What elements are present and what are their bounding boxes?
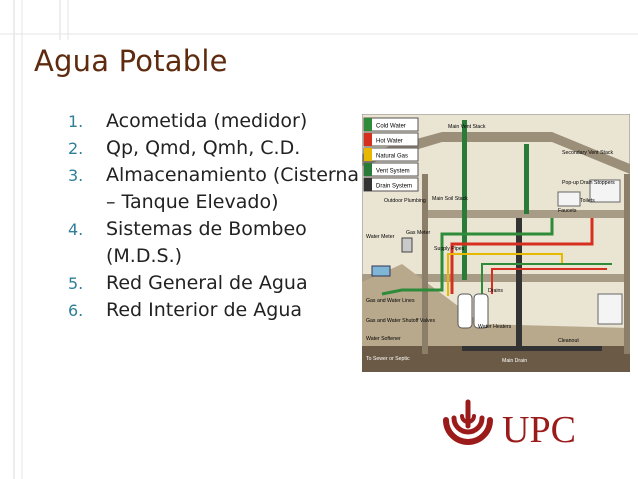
label-toilets: Toilets bbox=[580, 198, 595, 204]
list-number: 3. bbox=[68, 166, 84, 185]
list-number: 1. bbox=[68, 112, 84, 131]
label-main-drain: Main Drain bbox=[502, 358, 527, 364]
list-text: Red General de Agua bbox=[106, 272, 308, 294]
label-to-sewer: To Sewer or Septic bbox=[366, 356, 410, 362]
diagram-legend: Cold Water Hot Water Natural Gas Vent Sy… bbox=[363, 117, 419, 192]
list-item: 2. Qp, Qmd, Qmh, C.D. bbox=[68, 135, 368, 162]
list-item: 5. Red General de Agua bbox=[68, 270, 368, 297]
legend-label: Hot Water bbox=[376, 139, 403, 145]
list-number: 6. bbox=[68, 301, 84, 320]
legend-label: Natural Gas bbox=[376, 154, 408, 160]
list-number: 2. bbox=[68, 139, 84, 158]
label-faucets: Faucets bbox=[558, 208, 577, 214]
label-secondary-vent-stack: Secondary Vent Stack bbox=[562, 150, 613, 156]
list-text: Almacenamiento (Cisterna – Tanque Elevad… bbox=[106, 164, 360, 213]
upc-logo-mark bbox=[443, 399, 493, 445]
list-item: 4. Sistemas de Bombeo (M.D.S.) bbox=[68, 216, 368, 270]
bullet-list: 1. Acometida (medidor) 2. Qp, Qmd, Qmh, … bbox=[68, 108, 368, 324]
legend-label: Cold Water bbox=[376, 124, 406, 130]
list-number: 4. bbox=[68, 220, 84, 239]
list-text: Red Interior de Agua bbox=[106, 299, 303, 321]
label-gas-water-lines: Gas and Water Lines bbox=[366, 298, 415, 304]
label-gas-water-shutoff: Gas and Water Shutoff Valves bbox=[366, 318, 436, 324]
legend-label: Vent System bbox=[376, 169, 410, 175]
label-outdoor-plumbing: Outdoor Plumbing bbox=[384, 198, 426, 204]
label-cleanout: Cleanout bbox=[558, 338, 579, 344]
label-water-meter: Water Meter bbox=[366, 234, 395, 240]
upc-logo: UPC bbox=[443, 399, 576, 451]
label-popup-drain-stoppers: Pop-up Drain Stoppers bbox=[562, 180, 615, 186]
label-gas-meter: Gas Meter bbox=[406, 230, 430, 236]
list-item: 1. Acometida (medidor) bbox=[68, 108, 368, 135]
list-item: 6. Red Interior de Agua bbox=[68, 297, 368, 324]
label-water-softener: Water Softener bbox=[366, 336, 401, 342]
label-supply-pipes: Supply Pipes bbox=[434, 246, 465, 252]
plumbing-diagram: Cold Water Hot Water Natural Gas Vent Sy… bbox=[362, 114, 630, 372]
list-text: Acometida (medidor) bbox=[106, 110, 308, 132]
list-number: 5. bbox=[68, 274, 84, 293]
label-drains: Drains bbox=[488, 288, 503, 294]
upc-logo-text: UPC bbox=[502, 409, 576, 451]
label-water-heaters: Water Heaters bbox=[478, 324, 512, 330]
legend-label: Drain System bbox=[376, 184, 412, 190]
list-text: Qp, Qmd, Qmh, C.D. bbox=[106, 137, 301, 159]
label-main-vent-stack: Main Vent Stack bbox=[448, 124, 486, 130]
list-item: 3. Almacenamiento (Cisterna – Tanque Ele… bbox=[68, 162, 368, 216]
slide-title: Agua Potable bbox=[34, 44, 228, 78]
label-main-soil-stack: Main Soil Stack bbox=[432, 196, 468, 202]
list-text: Sistemas de Bombeo (M.D.S.) bbox=[106, 218, 307, 267]
